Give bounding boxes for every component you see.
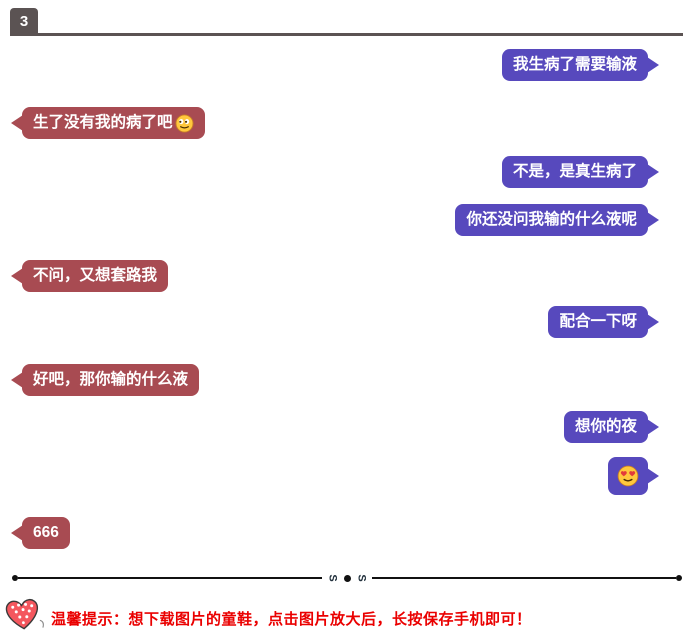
ornament-divider: S S bbox=[12, 571, 682, 585]
header: 3 bbox=[0, 0, 694, 37]
message-text: 生了没有我的病了吧 bbox=[33, 114, 173, 131]
chat-message: 我生病了需要输液 bbox=[0, 49, 694, 81]
chat-bubble[interactable]: 生了没有我的病了吧 bbox=[22, 107, 205, 139]
chat-bubble[interactable]: 你还没问我输的什么液呢 bbox=[455, 204, 648, 236]
page-number-badge: 3 bbox=[10, 8, 38, 35]
divider-center-dot bbox=[343, 574, 351, 582]
message-text: 我生病了需要输液 bbox=[512, 56, 637, 73]
chat-message: 想你的夜 bbox=[0, 411, 694, 443]
chat-bubble[interactable]: 想你的夜 bbox=[563, 411, 648, 443]
message-text: 好吧，那你输的什么液 bbox=[33, 371, 189, 388]
divider-ornament-glyph: S bbox=[355, 574, 368, 582]
chat-message: 你还没问我输的什么液呢 bbox=[0, 204, 694, 236]
smirk-emoji bbox=[174, 113, 194, 133]
chat-message: 好吧，那你输的什么液 bbox=[0, 364, 694, 396]
chat-message: 生了没有我的病了吧 bbox=[0, 107, 694, 139]
chat-message: 不问，又想套路我 bbox=[0, 260, 694, 292]
chat-bubble[interactable]: 不问，又想套路我 bbox=[22, 260, 169, 292]
chat-bubble[interactable]: 好吧，那你输的什么液 bbox=[22, 364, 200, 396]
chat-bubble[interactable] bbox=[608, 457, 648, 495]
chat-message: 不是，是真生病了 bbox=[0, 156, 694, 188]
divider-ornament-glyph: S bbox=[326, 574, 339, 582]
chat-area: 我生病了需要输液 生了没有我的病了吧 不是，是真生病了 你还没问我 bbox=[0, 37, 694, 549]
message-text: 你还没问我输的什么液呢 bbox=[466, 211, 637, 228]
divider-line bbox=[371, 577, 676, 579]
footer-tip-text: 温馨提示：想下载图片的童鞋，点击图片放大后，长按保存手机即可！ bbox=[51, 611, 532, 628]
message-text: 不问，又想套路我 bbox=[33, 267, 158, 284]
heart-eyes-emoji bbox=[617, 465, 639, 487]
divider-end-dot bbox=[12, 575, 18, 581]
chat-bubble[interactable]: 不是，是真生病了 bbox=[501, 156, 648, 188]
chat-bubble[interactable]: 配合一下呀 bbox=[548, 306, 648, 338]
message-text: 666 bbox=[33, 524, 59, 541]
chat-bubble[interactable]: 666 bbox=[22, 517, 70, 549]
chat-message: 配合一下呀 bbox=[0, 306, 694, 338]
message-text: 想你的夜 bbox=[574, 418, 637, 435]
header-rule bbox=[10, 33, 683, 36]
chat-message bbox=[0, 457, 694, 495]
message-text: 不是，是真生病了 bbox=[512, 163, 637, 180]
chat-bubble[interactable]: 我生病了需要输液 bbox=[501, 49, 648, 81]
footer-tip: 温馨提示：想下载图片的童鞋，点击图片放大后，长按保存手机即可！ bbox=[0, 598, 694, 639]
divider-line bbox=[18, 577, 323, 579]
polka-dot-heart-icon bbox=[3, 596, 47, 641]
chat-message: 666 bbox=[0, 517, 694, 549]
divider-end-dot bbox=[676, 575, 682, 581]
message-text: 配合一下呀 bbox=[559, 313, 637, 330]
